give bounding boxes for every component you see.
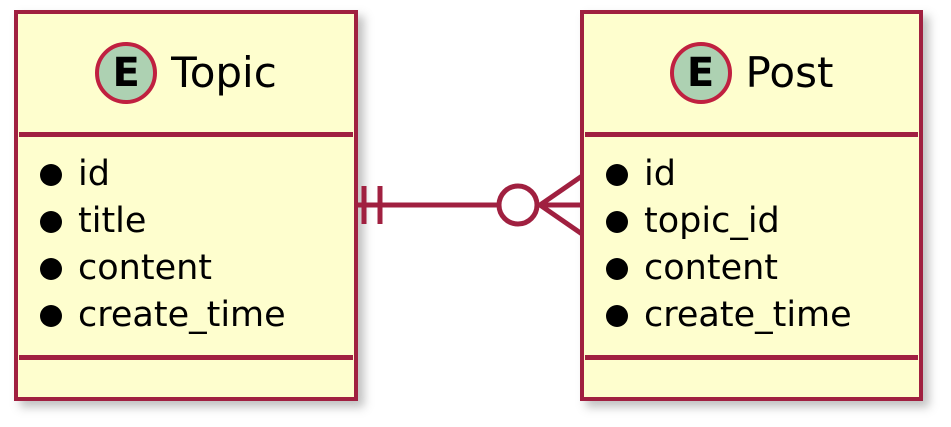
attribute-label: create_time — [78, 295, 286, 335]
attribute-bullet-icon — [606, 163, 628, 186]
attribute-row: create_time — [606, 292, 919, 339]
entity-topic-footer — [18, 360, 354, 394]
attribute-bullet-icon — [40, 163, 62, 186]
entity-topic-header: E Topic — [18, 14, 354, 132]
entity-post-header: E Post — [584, 14, 919, 132]
entity-stereotype-icon: E — [95, 42, 158, 104]
entity-stereotype-icon: E — [669, 42, 732, 104]
relationship-topic-post — [354, 173, 584, 237]
attribute-row: create_time — [40, 292, 354, 339]
entity-topic-divider-top — [19, 132, 353, 137]
cardinality-zero-circle — [496, 183, 540, 227]
attribute-label: content — [644, 248, 779, 288]
attribute-bullet-icon — [606, 257, 628, 280]
entity-stereotype-letter: E — [112, 50, 140, 96]
attribute-bullet-icon — [40, 304, 62, 327]
attribute-row: topic_id — [606, 198, 919, 245]
attribute-bullet-icon — [606, 210, 628, 233]
entity-topic-name: Topic — [171, 48, 277, 97]
entity-post-divider-top — [585, 132, 918, 137]
attribute-label: id — [78, 154, 110, 194]
entity-topic-divider-bottom — [19, 355, 353, 360]
attribute-row: content — [40, 245, 354, 292]
attribute-label: id — [644, 154, 676, 194]
entity-topic-attributes: id title content create_time — [18, 137, 354, 355]
crowsfoot-lower-prong — [538, 202, 584, 237]
attribute-label: title — [78, 201, 147, 241]
entity-stereotype-letter: E — [686, 50, 715, 96]
entity-post-attributes: id topic_id content create_time — [584, 137, 919, 355]
entity-post[interactable]: E Post id topic_id content create_time — [580, 10, 923, 401]
attribute-bullet-icon — [606, 304, 628, 327]
entity-topic[interactable]: E Topic id title content create_time — [14, 10, 358, 401]
attribute-row: id — [40, 151, 354, 198]
attribute-row: title — [40, 198, 354, 245]
attribute-label: content — [78, 248, 213, 288]
attribute-row: id — [606, 151, 919, 198]
attribute-label: create_time — [644, 295, 852, 335]
attribute-bullet-icon — [40, 257, 62, 280]
crowsfoot-upper-prong — [538, 173, 584, 208]
entity-post-name: Post — [745, 48, 834, 97]
attribute-row: content — [606, 245, 919, 292]
attribute-label: topic_id — [644, 201, 780, 241]
entity-post-footer — [584, 360, 919, 394]
attribute-bullet-icon — [40, 210, 62, 233]
entity-post-divider-bottom — [585, 355, 918, 360]
